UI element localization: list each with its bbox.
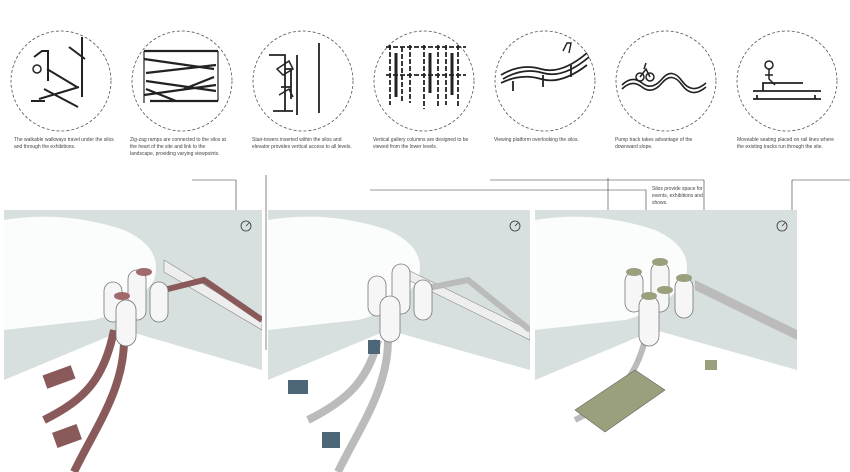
sketch-caption: Vertical gallery columns are designed to… xyxy=(373,137,469,150)
sketch-caption: Moveable seating placed on rail lines wh… xyxy=(737,137,835,150)
circulation-panel xyxy=(4,210,262,472)
program-panel xyxy=(535,210,797,472)
silo-annotation: Silos provide space for events, exhibiti… xyxy=(652,186,703,206)
north-arrow-icon xyxy=(240,220,252,232)
sketch-caption: Stair-towers inserted within the silos a… xyxy=(252,137,352,150)
gallery-columns-sketch-icon xyxy=(373,30,475,132)
stair-ramp-sketch-icon xyxy=(10,30,112,132)
rail-seating-sketch-icon xyxy=(736,30,838,132)
vertical-access-panel xyxy=(268,210,530,472)
sketch-caption: Pump track takes advantage of the downwa… xyxy=(615,137,693,150)
zigzag-ramp-sketch-icon xyxy=(131,30,233,132)
sketch-caption: Zig-zag ramps are connected to the silos… xyxy=(130,137,226,157)
sketch-caption: Viewing platform overlooking the silos. xyxy=(494,137,579,143)
sketch-caption: The walkable walkways travel under the s… xyxy=(14,137,114,150)
north-arrow-icon xyxy=(509,220,521,232)
stair-tower-sketch-icon xyxy=(252,30,354,132)
viewing-platform-sketch-icon xyxy=(494,30,596,132)
pump-track-sketch-icon xyxy=(615,30,717,132)
north-arrow-icon xyxy=(776,220,788,232)
